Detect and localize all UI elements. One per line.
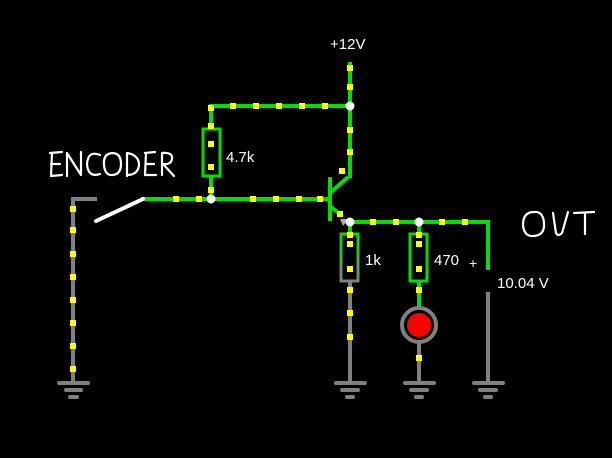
current-dot — [416, 287, 422, 293]
led-on-indicator — [407, 313, 431, 337]
current-dot — [347, 334, 353, 340]
current-dot — [70, 251, 76, 257]
ground-icon-r1k — [334, 381, 367, 399]
junction-top — [345, 101, 355, 111]
current-dot — [70, 206, 76, 212]
current-dot — [299, 103, 305, 109]
current-dot — [208, 164, 214, 170]
junction-emitter — [345, 217, 355, 227]
current-dot — [70, 366, 76, 372]
current-dot — [70, 343, 76, 349]
current-dot — [276, 103, 282, 109]
current-dots — [70, 65, 468, 372]
ground-icon-probe — [472, 381, 505, 399]
current-dot — [208, 141, 214, 147]
current-dot — [273, 196, 279, 202]
out-handwriting — [521, 210, 596, 238]
junctions — [206, 101, 424, 227]
current-dot — [208, 187, 214, 193]
current-dot — [347, 266, 353, 272]
resistor-470-label: 470 — [434, 252, 459, 269]
current-dot — [416, 266, 422, 272]
current-dot — [347, 241, 353, 247]
current-dot — [416, 355, 422, 361]
current-dot — [462, 219, 468, 225]
current-dot — [393, 219, 399, 225]
current-dot — [196, 196, 202, 202]
current-dot — [230, 103, 236, 109]
current-dot — [347, 127, 353, 133]
live-wires — [141, 62, 490, 310]
current-dot — [416, 241, 422, 247]
wire-top[interactable] — [209, 104, 352, 130]
current-dot — [173, 196, 179, 202]
current-dot — [439, 219, 445, 225]
wire-encoder-ground[interactable] — [71, 197, 97, 383]
current-dot — [337, 211, 343, 217]
probe-polarity-label: + — [469, 255, 477, 271]
current-dot — [208, 123, 214, 129]
current-dot — [339, 168, 345, 174]
resistor-1k-label: 1k — [365, 252, 381, 269]
current-dot — [347, 65, 353, 71]
current-dot — [347, 287, 353, 293]
current-dot — [347, 149, 353, 155]
ground-wires — [71, 197, 490, 383]
current-dot — [322, 103, 328, 109]
current-dot — [317, 196, 323, 202]
ground-symbols — [57, 381, 505, 399]
current-dot — [347, 84, 353, 90]
resistor-4.7k-label: 4.7k — [226, 149, 255, 166]
current-dot — [296, 196, 302, 202]
ground-icon-led — [403, 381, 436, 399]
current-dot — [70, 297, 76, 303]
current-dot — [416, 232, 422, 238]
junction-r470 — [414, 217, 424, 227]
current-dot — [70, 274, 76, 280]
current-dot — [70, 320, 76, 326]
current-dot — [253, 103, 259, 109]
current-dot — [370, 219, 376, 225]
current-dot — [347, 310, 353, 316]
ground-icon-encoder — [57, 381, 90, 399]
probe-voltage-readout: 10.04 V — [497, 275, 549, 292]
current-dot — [347, 232, 353, 238]
current-dot — [250, 196, 256, 202]
junction-base — [206, 194, 216, 204]
encoder-switch[interactable] — [94, 197, 145, 223]
current-dot — [70, 227, 76, 233]
current-dot — [208, 105, 214, 111]
encoder-handwriting — [48, 150, 176, 178]
supply-label: +12V — [330, 36, 365, 53]
